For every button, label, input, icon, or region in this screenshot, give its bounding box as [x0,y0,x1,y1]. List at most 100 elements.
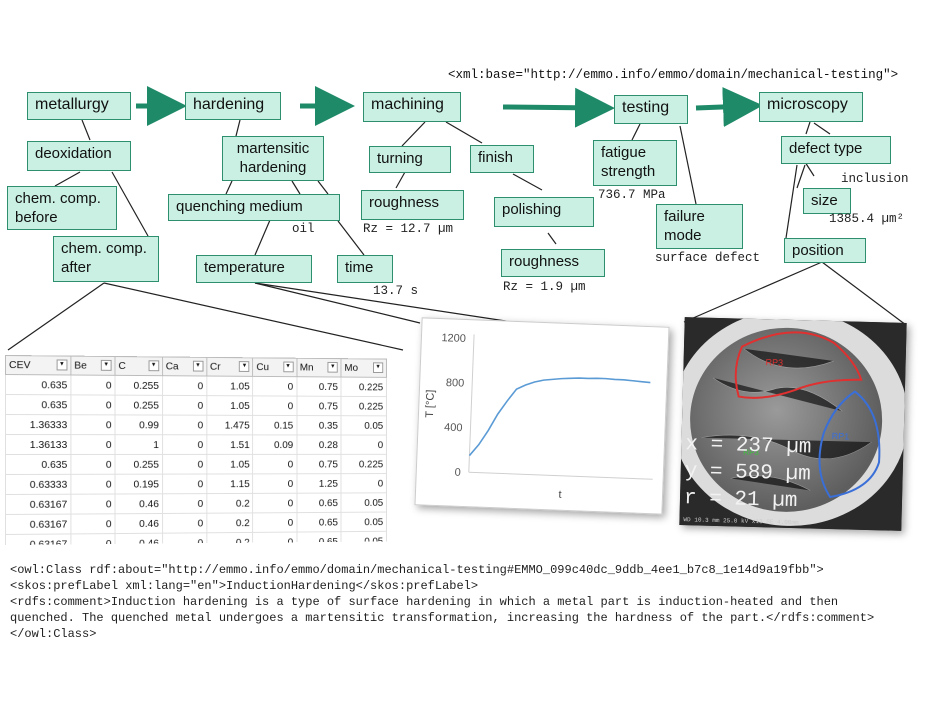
table-cell[interactable]: 0 [341,473,387,494]
table-cell[interactable]: 0.63167 [5,533,71,545]
table-cell[interactable]: 0 [253,473,297,494]
table-cell[interactable]: 0 [162,513,207,534]
table-cell[interactable]: 0.35 [296,415,342,436]
table-header-cell[interactable]: Cr ▼ [206,357,254,377]
table-cell[interactable]: 0.05 [341,415,387,436]
table-cell[interactable]: 1.475 [206,415,254,435]
table-header-cell[interactable]: Be ▼ [70,356,116,376]
node-defect-type: defect type [781,136,891,164]
table-cell[interactable]: 0.635 [5,374,71,395]
table-cell[interactable]: 0 [253,395,297,416]
table-cell[interactable]: 0.46 [115,493,163,514]
table-cell[interactable]: 0 [162,415,207,435]
table-cell[interactable]: 0.255 [115,375,163,396]
table-header-cell[interactable]: Ca▼ [162,356,207,377]
table-cell[interactable]: 0 [70,494,116,515]
table-cell[interactable]: 1.05 [206,395,254,416]
table-cell[interactable]: 0 [70,434,116,455]
table-cell[interactable]: 1.25 [296,473,342,494]
table-cell[interactable]: 0 [162,395,207,416]
table-cell[interactable]: 0.09 [253,434,297,455]
table-cell[interactable]: 0.99 [115,414,163,435]
filter-dropdown-icon[interactable]: ▼ [239,361,250,372]
table-cell[interactable]: 0 [162,454,207,475]
table-header-cell[interactable]: Mn ▼ [296,358,342,378]
chart-series-line [468,377,651,457]
table-cell[interactable]: 0 [162,375,207,396]
table-cell[interactable]: 0 [253,512,297,533]
table-header-label: CEV [8,359,31,372]
table-cell[interactable]: 0.75 [296,454,342,474]
table-cell[interactable]: 0 [162,434,207,455]
table-cell[interactable]: 0.63333 [5,474,71,495]
filter-dropdown-icon[interactable]: ▼ [192,360,204,372]
table-cell[interactable]: 0.28 [296,434,342,455]
filter-dropdown-icon[interactable]: ▼ [148,360,159,372]
table-cell[interactable]: 1.36133 [5,434,71,455]
table-cell[interactable]: 1.05 [206,376,254,396]
table-cell[interactable]: 0.15 [253,415,297,435]
table-cell[interactable]: 0.2 [206,493,254,514]
table-header-cell[interactable]: Cu ▼ [253,357,297,377]
filter-dropdown-icon[interactable]: ▼ [373,362,384,374]
table-cell[interactable]: 1 [115,434,163,455]
table-cell[interactable]: 1.15 [206,473,254,494]
table-cell[interactable]: 0.65 [296,512,342,533]
table-cell[interactable]: 0.255 [115,395,163,416]
table-cell[interactable]: 0 [70,533,116,545]
table-cell[interactable]: 0.05 [341,492,387,513]
filter-dropdown-icon[interactable]: ▼ [327,361,338,373]
table-cell[interactable]: 0.63167 [5,494,71,515]
table-cell[interactable]: 0.635 [5,394,71,415]
table-cell[interactable]: 0 [162,493,207,514]
table-cell[interactable]: 0 [70,394,116,415]
table-cell[interactable]: 0.75 [296,376,342,397]
table-cell[interactable]: 1.36333 [5,414,71,435]
table-cell[interactable]: 0.46 [115,533,163,545]
table-cell[interactable]: 0 [70,454,116,475]
table-cell[interactable]: 0 [70,414,116,435]
table-header-label: Cu [256,361,270,374]
table-cell[interactable]: 0.195 [115,474,163,495]
table-cell[interactable]: 0.75 [296,396,342,416]
table-cell[interactable]: 0 [253,376,297,397]
table-cell[interactable]: 0 [70,374,116,396]
table-cell[interactable]: 0 [70,474,116,495]
table-cell[interactable]: 0.255 [115,454,163,475]
table-header-cell[interactable]: C▼ [115,356,163,376]
failure-line2: mode [664,227,702,244]
table-cell[interactable]: 0.05 [341,512,387,532]
table-cell[interactable]: 1.05 [206,454,254,475]
table-header-label: Mn [299,361,314,374]
table-header-label: Be [74,359,87,372]
filter-dropdown-icon[interactable]: ▼ [56,359,68,371]
chart-x-axis-label: t [558,489,562,501]
table-cell[interactable]: 0 [162,474,207,494]
table-cell[interactable]: 0 [253,454,297,474]
owl-line-4: quenched. The quenched metal undergoes a… [10,611,875,625]
table-cell[interactable]: 0 [341,435,387,455]
table-header-cell[interactable]: Mo▼ [341,358,387,378]
table-cell[interactable]: 1.51 [206,434,254,455]
table-cell[interactable]: 0.65 [296,493,342,513]
table-cell[interactable]: 0.2 [206,512,254,533]
filter-dropdown-icon[interactable]: ▼ [282,361,294,373]
fracture-surface [690,327,883,512]
node-fatigue-strength: fatigue strength [593,140,677,186]
table-cell[interactable]: 0.46 [115,513,163,534]
table-cell[interactable]: 0.225 [341,396,387,416]
filter-dropdown-icon[interactable]: ▼ [100,359,112,371]
table-cell[interactable]: 0 [253,493,297,513]
table-cell[interactable]: 0.225 [341,454,387,474]
table-cell[interactable]: 0 [70,513,116,534]
table-header-cell[interactable]: CEV ▼ [5,355,71,375]
table-cell[interactable]: 0.225 [341,377,387,397]
table-cell[interactable]: 0.63167 [5,514,71,535]
owl-class-snippet: <owl:Class rdf:about="http://emmo.info/e… [10,562,874,642]
table-header-label: Cr [209,360,221,373]
table-cell[interactable]: 0.635 [5,454,71,475]
position-r: r = 21 µm [683,487,798,514]
owl-line-1: <owl:Class rdf:about="http://emmo.info/e… [10,563,824,577]
